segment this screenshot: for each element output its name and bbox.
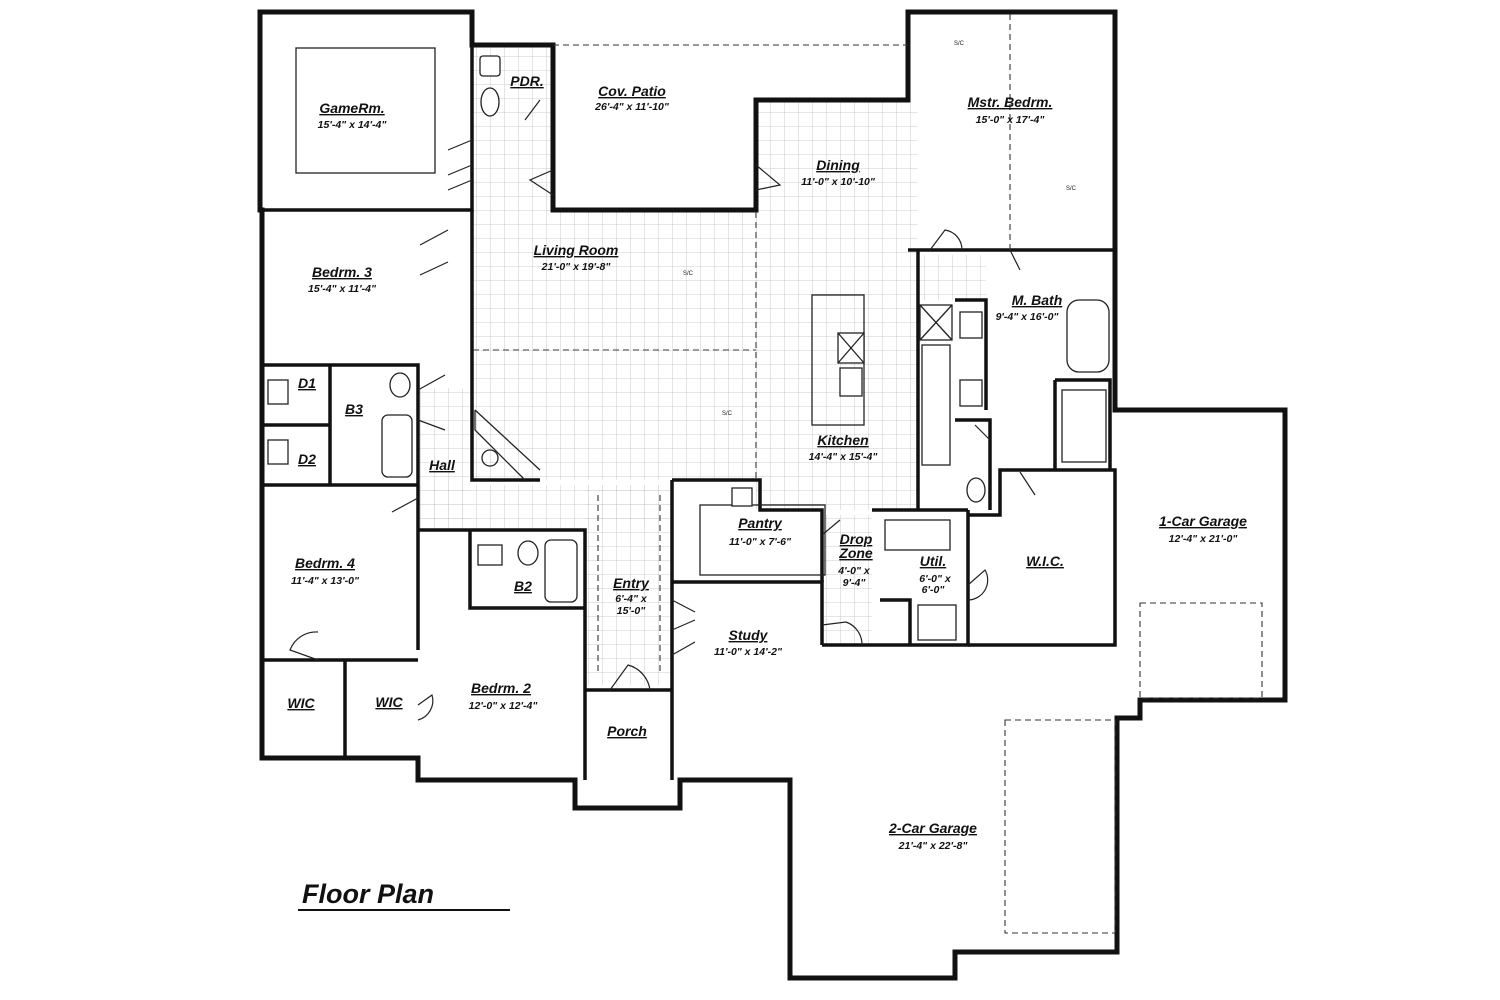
bedroom3-name: Bedrm. 3	[312, 264, 372, 280]
master-bedroom-dims: 15'-0" x 17'-4"	[976, 114, 1046, 126]
study-dims: 11'-0" x 14'-2"	[714, 646, 783, 658]
living-room-dims: 21'-0" x 19'-8"	[541, 261, 612, 273]
one-car-garage-dims: 12'-4" x 21'-0"	[1169, 533, 1239, 545]
utility-dims-line2: 6'-0"	[922, 584, 946, 596]
ceiling-mark: S/C	[722, 411, 733, 417]
two-car-garage-dims: 21'-4" x 22'-8"	[898, 840, 969, 852]
bedroom4-dims: 11'-4" x 13'-0"	[291, 575, 360, 587]
ceiling-mark: S/C	[1066, 186, 1077, 192]
porch-name: Porch	[607, 723, 647, 739]
bedroom2-name: Bedrm. 2	[471, 680, 531, 696]
wall-details	[295, 47, 957, 641]
bedroom4-name: Bedrm. 4	[295, 555, 355, 571]
wic-master-name: W.I.C.	[1026, 553, 1064, 569]
b3-name: B3	[345, 401, 363, 417]
living-room-name: Living Room	[534, 242, 619, 258]
wic-right-name: WIC	[375, 694, 403, 710]
pantry-dims: 11'-0" x 7'-6"	[729, 536, 792, 548]
d2-name: D2	[298, 451, 316, 467]
hall-name: Hall	[429, 457, 456, 473]
plumbing-fixtures	[267, 55, 1110, 603]
wic-left-name: WIC	[287, 695, 315, 711]
drop-zone-name-line1: Drop	[840, 531, 873, 547]
entry-name: Entry	[613, 575, 650, 591]
pdr-name: PDR.	[510, 73, 543, 89]
drop-zone-name-line2: Zone	[838, 545, 873, 561]
kitchen-name: Kitchen	[817, 432, 868, 448]
pantry-name: Pantry	[738, 515, 783, 531]
plan-title: Floor Plan	[302, 879, 434, 909]
room-labels: GameRm. 15'-4" x 14'-4" PDR. Cov. Patio …	[287, 73, 1247, 852]
gameroom-name: GameRm.	[319, 100, 384, 116]
d1-name: D1	[298, 375, 316, 391]
ceiling-mark: S/C	[954, 41, 965, 47]
two-car-garage-name: 2-Car Garage	[888, 820, 977, 836]
kitchen-dims: 14'-4" x 15'-4"	[809, 451, 879, 463]
bedroom2-dims: 12'-0" x 12'-4"	[469, 700, 539, 712]
ceiling-mark: S/C	[683, 271, 694, 277]
entry-dims-line2: 15'-0"	[617, 605, 647, 617]
utility-name: Util.	[920, 553, 946, 569]
cov-patio-name: Cov. Patio	[598, 83, 666, 99]
exterior-walls	[257, 9, 1288, 981]
ceiling-marks: S/C S/C S/C S/C	[683, 41, 1077, 417]
master-bath-dims: 9'-4" x 16'-0"	[996, 311, 1060, 323]
plan-title-block: Floor Plan	[298, 879, 510, 911]
entry-dims-line1: 6'-4" x	[615, 593, 648, 605]
cov-patio-dims: 26'-4" x 11'-10"	[594, 101, 670, 113]
bedroom3-dims: 15'-4" x 11'-4"	[308, 283, 377, 295]
tile-floor	[418, 45, 986, 685]
gameroom-dims: 15'-4" x 14'-4"	[318, 119, 388, 131]
utility-dims-line1: 6'-0" x	[919, 573, 952, 585]
study-name: Study	[729, 627, 769, 643]
master-bedroom-name: Mstr. Bedrm.	[968, 94, 1053, 110]
drop-zone-dims-line2: 9'-4"	[843, 577, 867, 589]
doors	[289, 99, 1036, 721]
one-car-garage-name: 1-Car Garage	[1159, 513, 1247, 529]
b2-name: B2	[514, 578, 532, 594]
dining-dims: 11'-0" x 10'-10"	[801, 176, 876, 188]
drop-zone-dims-line1: 4'-0" x	[837, 565, 871, 577]
dining-name: Dining	[816, 157, 860, 173]
dashed-overhead-lines	[473, 14, 1263, 934]
master-bath-name: M. Bath	[1012, 292, 1063, 308]
